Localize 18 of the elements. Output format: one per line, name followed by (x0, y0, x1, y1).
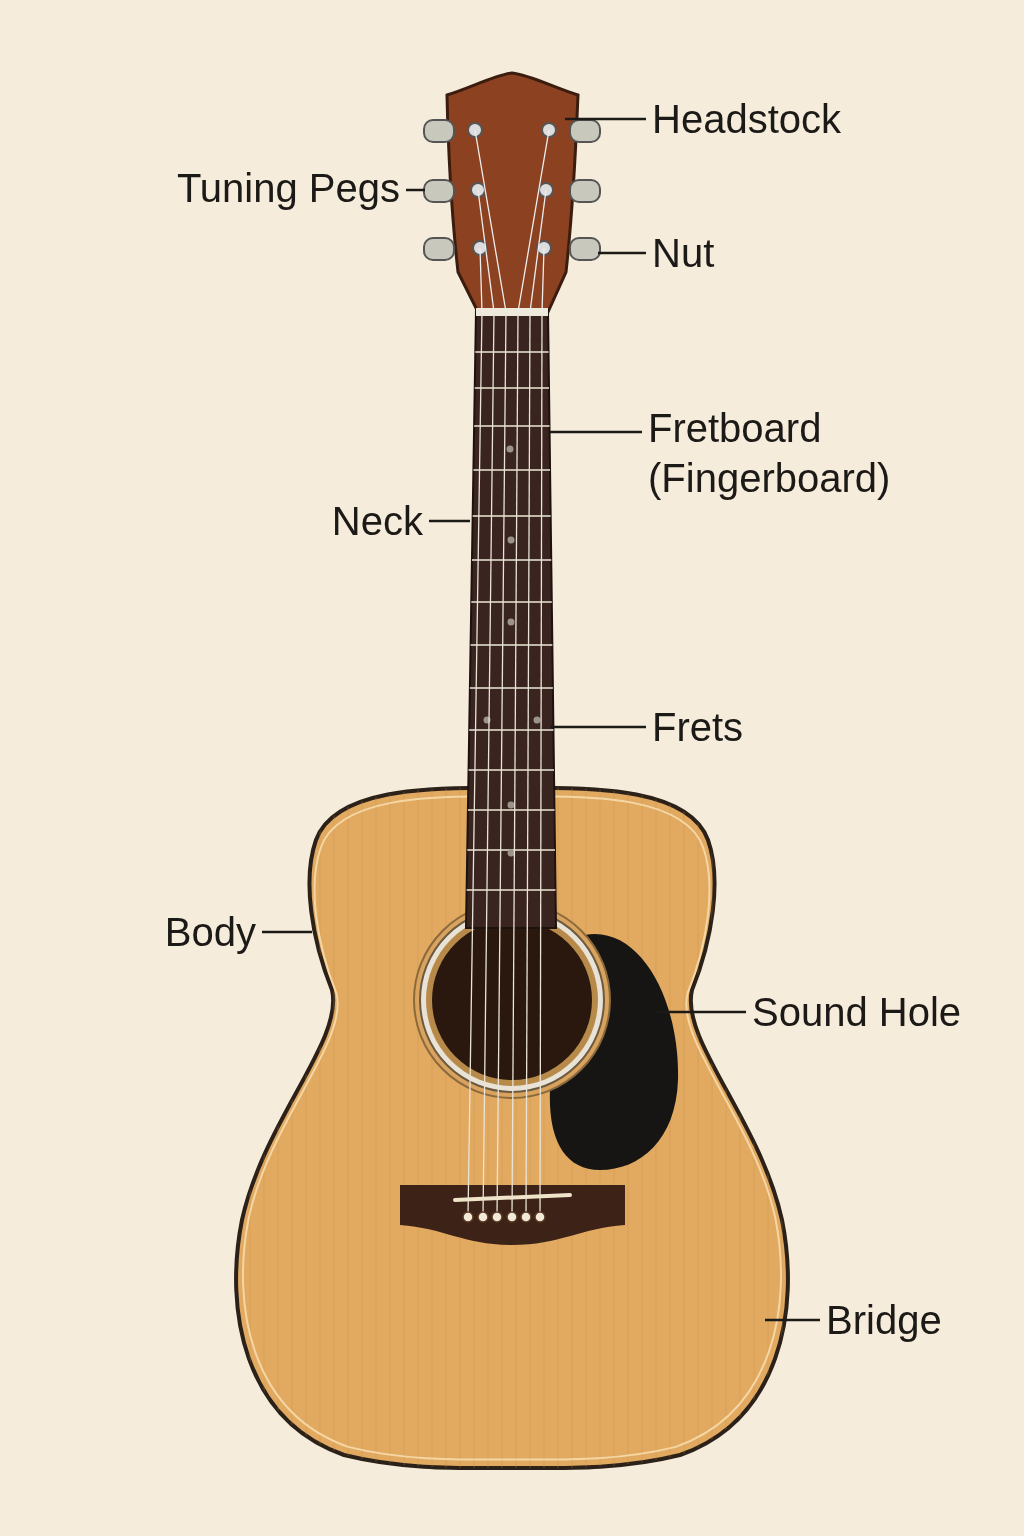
part-label: Nut (652, 230, 715, 277)
leader-line (765, 1318, 820, 1322)
part-label: Bridge (826, 1297, 942, 1344)
leader-line (550, 725, 646, 729)
leader-line (406, 188, 425, 192)
part-label: Tuning Pegs (176, 165, 400, 212)
part-label: Fretboard (Fingerboard) (648, 405, 892, 502)
part-label: Frets (652, 704, 744, 751)
part-label: Headstock (652, 96, 841, 143)
leader-line (565, 117, 646, 121)
part-label: Sound Hole (752, 989, 962, 1036)
leader-line (598, 251, 646, 255)
leader-line (655, 1010, 746, 1014)
part-label: Body (164, 909, 256, 956)
part-label: Neck (331, 498, 423, 545)
leader-line (429, 519, 470, 523)
leader-line (262, 930, 312, 934)
leader-line (550, 430, 642, 434)
